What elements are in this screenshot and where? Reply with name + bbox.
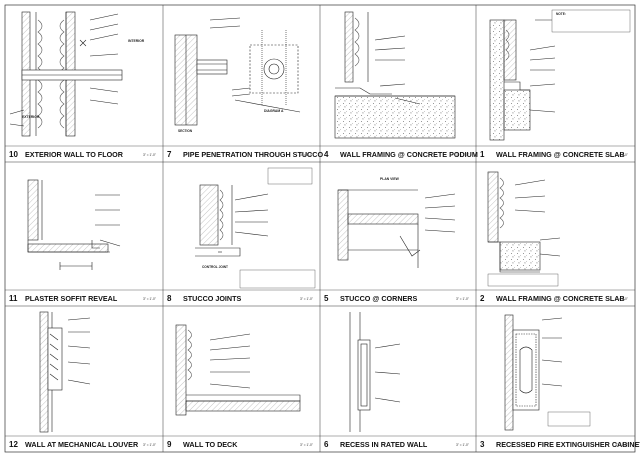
panel-title-text: STUCCO @ CORNERS <box>340 294 418 303</box>
panel-scale: 3" = 1'-0" <box>615 153 628 157</box>
panel-number: 3 <box>480 440 485 449</box>
panel-title-text: PIPE PENETRATION THROUGH STUCCO <box>183 150 324 159</box>
panel-wall-framing-slab-1-drawing <box>489 9 631 141</box>
panel-title-text: WALL FRAMING @ CONCRETE SLAB <box>496 294 625 303</box>
panel-title-exterior-wall-to-floor: 10 EXTERIOR WALL TO FLOOR <box>9 147 159 163</box>
panel-wall-framing-slab-2-drawing <box>487 171 561 287</box>
panel-scale: 3" = 1'-0" <box>615 297 628 301</box>
label-interior: INTERIOR <box>128 39 145 43</box>
panel-title-wall-to-deck: 9 WALL TO DECK <box>167 437 316 453</box>
panel-stucco-corners-drawing <box>337 189 456 268</box>
panel-title-stucco-joints: 8 STUCCO JOINTS <box>167 291 316 307</box>
panel-wall-framing-podium-drawing <box>334 11 456 139</box>
panel-scale: 3" = 1'-0" <box>143 297 156 301</box>
panel-number: 8 <box>167 294 172 303</box>
panel-title-text: PLASTER SOFFIT REVEAL <box>25 294 118 303</box>
label-section: SECTION <box>178 129 193 133</box>
panel-title-text: RECESS IN RATED WALL <box>340 440 428 449</box>
label-control-joint: CONTROL JOINT <box>202 265 228 269</box>
panel-number: 2 <box>480 294 485 303</box>
panel-title-mechanical-louver: 12 WALL AT MECHANICAL LOUVER <box>9 437 159 453</box>
panel-title-stucco-corners: 5 STUCCO @ CORNERS <box>324 291 472 307</box>
panel-scale: 3" = 1'-0" <box>456 297 469 301</box>
panel-title-wall-framing-slab-1: 1 WALL FRAMING @ CONCRETE SLAB <box>480 147 631 163</box>
panel-number: 9 <box>167 440 172 449</box>
panel-title-pipe-penetration: 7 PIPE PENETRATION THROUGH STUCCO <box>167 147 323 163</box>
panel-title-text: WALL AT MECHANICAL LOUVER <box>25 440 139 449</box>
panel-mechanical-louver-drawing <box>39 311 91 433</box>
panel-title-text: RECESSED FIRE EXTINGUISHER CABINET <box>496 440 640 449</box>
panel-number: 5 <box>324 294 329 303</box>
panel-number: 6 <box>324 440 329 449</box>
panel-scale: 3" = 1'-0" <box>300 153 313 157</box>
label-diagram-a: DIAGRAM A <box>264 109 284 113</box>
panel-scale: 3" = 1'-0" <box>300 297 313 301</box>
panel-scale: 3" = 1'-0" <box>456 443 469 447</box>
panel-recess-rated-wall-drawing <box>349 312 401 432</box>
panel-pipe-penetration-drawing <box>174 17 301 126</box>
panel-number: 7 <box>167 150 172 159</box>
panel-exterior-wall-to-floor-drawing <box>9 11 123 137</box>
panel-number: 12 <box>9 440 18 449</box>
panel-title-wall-framing-slab-2: 2 WALL FRAMING @ CONCRETE SLAB <box>480 291 631 307</box>
panel-title-text: STUCCO JOINTS <box>183 294 242 303</box>
panel-scale: 3" = 1'-0" <box>143 443 156 447</box>
panel-title-text: WALL FRAMING @ CONCRETE SLAB <box>496 150 625 159</box>
panel-title-text: EXTERIOR WALL TO FLOOR <box>25 150 123 159</box>
panel-title-wall-framing-podium: 4 WALL FRAMING @ CONCRETE PODIUM <box>324 147 478 163</box>
panel-title-plaster-soffit: 11 PLASTER SOFFIT REVEAL <box>9 291 159 307</box>
panel-number: 4 <box>324 150 329 159</box>
panel-stucco-joints-drawing <box>195 167 316 289</box>
panel-title-text: WALL TO DECK <box>183 440 238 449</box>
panel-title-fire-extinguisher-cabinet: 3 RECESSED FIRE EXTINGUISHER CABINET <box>480 437 640 453</box>
panel-number: 10 <box>9 150 18 159</box>
panel-number: 1 <box>480 150 485 159</box>
panel-number: 11 <box>9 294 18 303</box>
panel-title-recess-rated-wall: 6 RECESS IN RATED WALL <box>324 437 472 453</box>
panel-plaster-soffit-drawing <box>27 179 121 270</box>
label-exterior: EXTERIOR <box>22 115 40 119</box>
panel-scale: 3" = 1'-0" <box>615 443 628 447</box>
panel-title-text: WALL FRAMING @ CONCRETE PODIUM <box>340 150 478 159</box>
label-plan-view: PLAN VIEW <box>380 177 400 181</box>
label-note: NOTE: <box>556 12 566 16</box>
panel-fire-extinguisher-cabinet-drawing <box>504 314 591 431</box>
panel-wall-to-deck-drawing <box>175 324 301 416</box>
panel-scale: 3" = 1'-0" <box>143 153 156 157</box>
panel-scale: 3" = 1'-0" <box>300 443 313 447</box>
panel-scale: 3" = 1'-0" <box>456 153 469 157</box>
